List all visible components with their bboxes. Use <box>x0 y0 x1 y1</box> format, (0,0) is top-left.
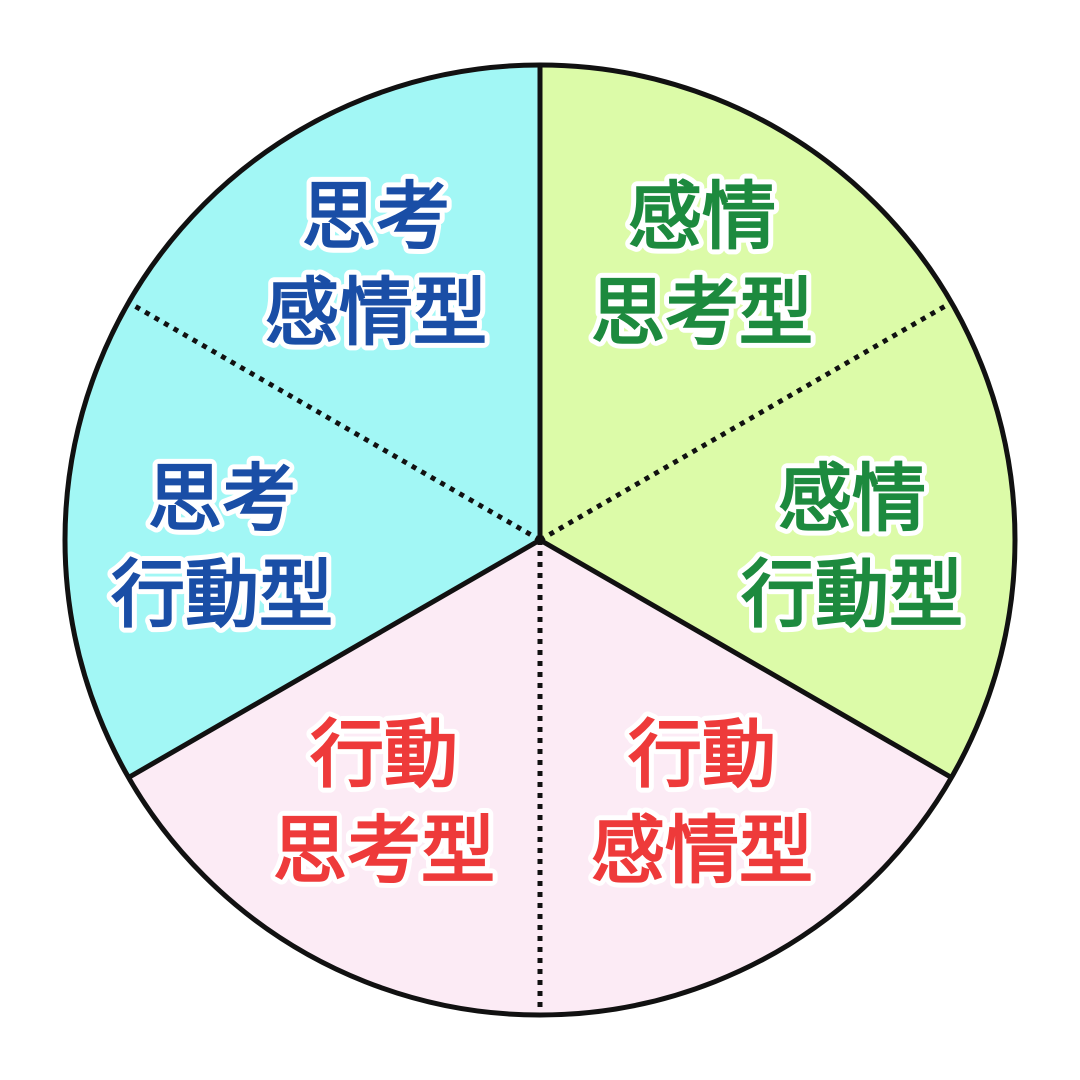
label-feeling-thinking-line1: 感情 <box>628 174 776 260</box>
wheel-outline <box>62 62 1018 1018</box>
label-action-thinking: 行動 思考型 <box>268 707 500 899</box>
label-action-thinking-line2: 思考型 <box>273 808 495 894</box>
label-thinking-action-line2: 行動型 <box>111 552 333 638</box>
label-feeling-action-line2: 行動型 <box>741 552 963 638</box>
dotted-divider-upper-left <box>127 300 542 543</box>
label-action-feeling-line1: 行動 <box>628 712 776 798</box>
sector-action-feeling <box>540 540 952 1015</box>
label-action-feeling-line2: 感情型 <box>591 808 813 894</box>
label-thinking-action-line1: 思考 <box>148 456 296 542</box>
sector-feeling-action <box>540 302 1016 778</box>
label-action-feeling: 行動 感情型 <box>586 707 818 899</box>
label-feeling-thinking-line2: 思考型 <box>591 270 813 356</box>
sector-action-thinking <box>128 540 540 1015</box>
solid-divider-lower-left <box>127 537 542 780</box>
label-feeling-action-line1: 感情 <box>778 456 926 542</box>
dotted-divider-upper-right <box>538 300 953 543</box>
label-thinking-feeling-line1: 思考 <box>302 174 450 260</box>
label-feeling-action: 感情 行動型 <box>736 451 968 643</box>
label-thinking-action: 思考 行動型 <box>106 451 338 643</box>
sector-thinking-action <box>64 302 540 778</box>
label-feeling-thinking: 感情 思考型 <box>586 169 818 361</box>
label-thinking-feeling: 思考 感情型 <box>260 169 492 361</box>
label-action-thinking-line1: 行動 <box>310 712 458 798</box>
solid-divider-lower-right <box>538 537 953 780</box>
label-thinking-feeling-line2: 感情型 <box>265 270 487 356</box>
sector-thinking-feeling <box>128 65 540 540</box>
sector-feeling-thinking <box>540 64 952 540</box>
